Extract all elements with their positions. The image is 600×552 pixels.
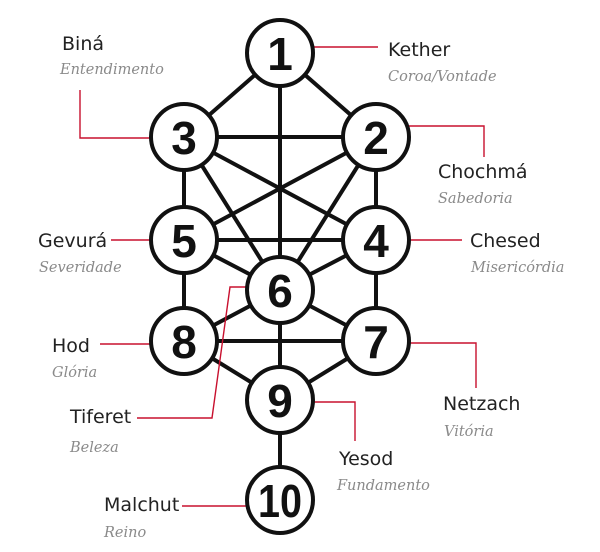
sefirah-name-9: Yesod (338, 448, 393, 470)
leader-2 (393, 125, 485, 157)
sefirah-meaning-7: Vitória (444, 424, 494, 440)
sefirah-name-8: Hod (52, 335, 90, 357)
sefirah-meaning-8: Glória (52, 365, 97, 381)
sefirah-meaning-9: Fundamento (336, 478, 430, 494)
node-number: 4 (363, 215, 389, 267)
node-circle (341, 102, 411, 172)
node-circle (149, 306, 219, 376)
leader-7 (395, 342, 477, 388)
node-6: 6 (245, 255, 315, 325)
node-circle (149, 102, 219, 172)
edge-3-4 (182, 135, 378, 242)
node-10: 10 (245, 465, 315, 535)
leader-6 (137, 286, 255, 419)
node-5: 5 (149, 205, 219, 275)
sefirah-name-10: Malchut (104, 494, 179, 516)
node-number: 9 (267, 375, 293, 427)
node-circle (245, 255, 315, 325)
sefirah-name-6: Tiferet (69, 406, 131, 428)
sefirah-meaning-3: Entendimento (59, 62, 164, 78)
sefirah-name-7: Netzach (443, 393, 520, 415)
sefirah-meaning-1: Coroa/Vontade (388, 69, 497, 85)
sefirah-name-2: Chochmá (438, 161, 528, 183)
sefirah-meaning-6: Beleza (69, 440, 119, 456)
leader-3 (79, 90, 151, 139)
node-circle (341, 205, 411, 275)
node-circle (245, 365, 315, 435)
nodes: 1 2 3 4 5 6 7 8 9 10 (149, 18, 411, 535)
node-circle (245, 465, 315, 535)
node-2: 2 (341, 102, 411, 172)
node-number: 10 (258, 475, 302, 527)
sefirah-name-3: Biná (62, 33, 104, 55)
node-8: 8 (149, 306, 219, 376)
sefirah-meaning-10: Reino (103, 525, 146, 541)
label-leaders (79, 46, 485, 507)
node-number: 6 (267, 265, 293, 317)
node-number: 5 (171, 215, 197, 267)
leader-9 (304, 401, 356, 441)
node-1: 1 (245, 18, 315, 88)
node-9: 9 (245, 365, 315, 435)
node-4: 4 (341, 205, 411, 275)
node-circle (149, 205, 219, 275)
node-number: 8 (171, 316, 197, 368)
node-number: 3 (171, 112, 197, 164)
node-3: 3 (149, 102, 219, 172)
sefirah-name-4: Chesed (470, 230, 541, 252)
node-circle (245, 18, 315, 88)
node-number: 7 (363, 316, 389, 368)
sefirah-meaning-4: Misericórdia (470, 260, 564, 276)
sefirah-meaning-2: Sabedoria (438, 191, 513, 207)
sefirah-name-1: Kether (388, 39, 450, 61)
node-circle (341, 306, 411, 376)
sefirah-meaning-5: Severidade (39, 260, 122, 276)
sefirah-name-5: Gevurá (38, 230, 107, 252)
node-number: 1 (267, 28, 293, 80)
node-7: 7 (341, 306, 411, 376)
node-number: 2 (363, 112, 389, 164)
